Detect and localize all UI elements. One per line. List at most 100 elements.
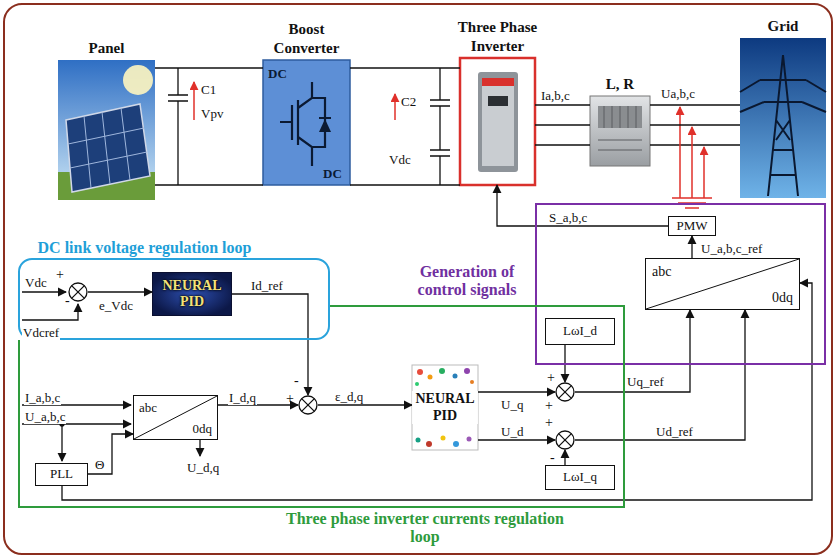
summing-circle bbox=[556, 383, 574, 401]
filter-picture bbox=[590, 96, 650, 166]
text-holder: Three Phase Inverter bbox=[437, 18, 558, 55]
node-text: - bbox=[65, 293, 70, 308]
connector bbox=[318, 404, 412, 405]
connector bbox=[535, 124, 590, 125]
pll-box: PLL bbox=[35, 463, 88, 486]
signal-label: Vdc bbox=[388, 152, 412, 167]
text-holder: + bbox=[547, 368, 555, 386]
text-holder: Three phase inverter currents regulation… bbox=[275, 510, 575, 547]
grid: Grid bbox=[740, 38, 826, 198]
summing-symbol bbox=[555, 382, 575, 402]
red-arrows bbox=[691, 127, 693, 198]
label-holder: Vdc bbox=[388, 150, 412, 168]
node-text: Generation of control signals bbox=[418, 263, 517, 298]
label-holder: ε_d,q bbox=[334, 387, 364, 405]
text-holder: + bbox=[545, 413, 553, 431]
connector bbox=[88, 291, 152, 292]
power-wires bbox=[155, 68, 740, 185]
dc-link-loop: DC link voltage regulation loop+-NEURAL … bbox=[18, 258, 330, 340]
red-arrows bbox=[194, 82, 712, 208]
label-holder: Id_ref bbox=[250, 276, 284, 294]
neural-pid-picture bbox=[412, 365, 478, 450]
outer-border bbox=[4, 4, 832, 554]
neural-pid: NEURAL PID bbox=[152, 272, 232, 316]
signal-label: U_q bbox=[500, 397, 524, 412]
region-outline bbox=[18, 305, 625, 508]
node-text: Three phase inverter currents regulation… bbox=[286, 510, 564, 545]
text-holder: PMW bbox=[669, 217, 715, 235]
pv-panel: Panel bbox=[58, 60, 155, 200]
boost-converter-picture bbox=[280, 82, 331, 166]
text-holder: + bbox=[545, 396, 553, 414]
boost-converter-picture bbox=[263, 60, 350, 185]
text-holder: NEURAL PID bbox=[412, 365, 478, 450]
pwm-box: PMW bbox=[668, 216, 716, 236]
node-text: PMW bbox=[676, 219, 707, 234]
summing-symbol bbox=[298, 395, 318, 415]
label-holder: Ud_ref bbox=[655, 422, 694, 440]
red-arrows bbox=[679, 107, 681, 198]
park-transform: abc 0dq bbox=[133, 395, 218, 440]
node-text: PLL bbox=[50, 467, 73, 482]
neural-pid-picture bbox=[464, 368, 470, 374]
text-holder: DC bbox=[268, 64, 287, 82]
grid-picture bbox=[740, 38, 826, 198]
three-phase-inverter: Three Phase Inverter bbox=[460, 58, 535, 185]
summing-circle bbox=[299, 396, 317, 414]
inverter-picture bbox=[482, 78, 514, 86]
boost-converter-picture bbox=[263, 60, 350, 185]
inverter-picture bbox=[460, 58, 535, 185]
label-holder: C2 bbox=[400, 92, 417, 110]
summing-symbol bbox=[555, 430, 575, 450]
node-text: LωI_d bbox=[563, 324, 597, 339]
filter-picture bbox=[598, 106, 642, 150]
node-text: Boost Converter bbox=[274, 21, 340, 55]
text-holder: abc bbox=[139, 398, 157, 416]
decoupling-box: LωI_d bbox=[545, 318, 615, 345]
diagonal-line bbox=[646, 259, 799, 309]
neural-pid-picture bbox=[453, 374, 458, 379]
text-holder: LωI_d bbox=[546, 319, 614, 344]
text-holder: LωI_q bbox=[546, 466, 614, 489]
signal-label: C1 bbox=[200, 82, 217, 97]
label-holder: e_Vdc bbox=[98, 296, 134, 314]
node-text: Grid bbox=[768, 18, 799, 34]
label-holder: Ia,b,c bbox=[540, 86, 571, 104]
node-text: - bbox=[550, 450, 555, 465]
node-text: abc bbox=[139, 400, 157, 415]
label-holder: S_a,b,c bbox=[548, 208, 588, 226]
signal-label: I_d,q bbox=[228, 390, 257, 405]
red-arrows bbox=[394, 94, 396, 120]
node-text: + bbox=[286, 391, 294, 406]
text-holder: DC bbox=[323, 164, 342, 182]
connector bbox=[564, 450, 565, 465]
label-holder: U_d,q bbox=[186, 458, 220, 476]
solar-panel-picture bbox=[58, 60, 155, 200]
label-holder: U_a,b,c_ref bbox=[700, 239, 763, 257]
signal-label: Ia,b,c bbox=[540, 88, 571, 103]
control-wires bbox=[22, 291, 66, 292]
connector bbox=[478, 391, 555, 392]
signal-label: C2 bbox=[400, 94, 417, 109]
neural-pid-picture bbox=[439, 368, 445, 374]
node-text: abc bbox=[652, 264, 671, 279]
lr-filter: L, R bbox=[590, 96, 650, 166]
signal-label: Vdc bbox=[24, 275, 48, 290]
current-loop: Three phase inverter currents regulation… bbox=[18, 305, 625, 508]
connector bbox=[478, 439, 555, 440]
neural-pid-picture bbox=[417, 369, 423, 375]
text-holder: Grid bbox=[740, 17, 826, 35]
label-holder: Uq_ref bbox=[626, 372, 665, 390]
connector bbox=[88, 434, 133, 474]
signal-label: e_Vdc bbox=[98, 298, 134, 313]
node-text: DC bbox=[268, 66, 287, 81]
node-text: NEURAL PID bbox=[412, 391, 478, 423]
text-holder: 0dq bbox=[193, 419, 213, 437]
text-holder: PLL bbox=[36, 464, 87, 485]
region-border bbox=[19, 306, 624, 507]
text-holder: - bbox=[65, 291, 70, 309]
text-holder: DC link voltage regulation loop bbox=[32, 239, 257, 257]
grid-picture bbox=[740, 55, 826, 196]
connector bbox=[691, 236, 692, 258]
signal-label: Vpv bbox=[200, 106, 224, 121]
